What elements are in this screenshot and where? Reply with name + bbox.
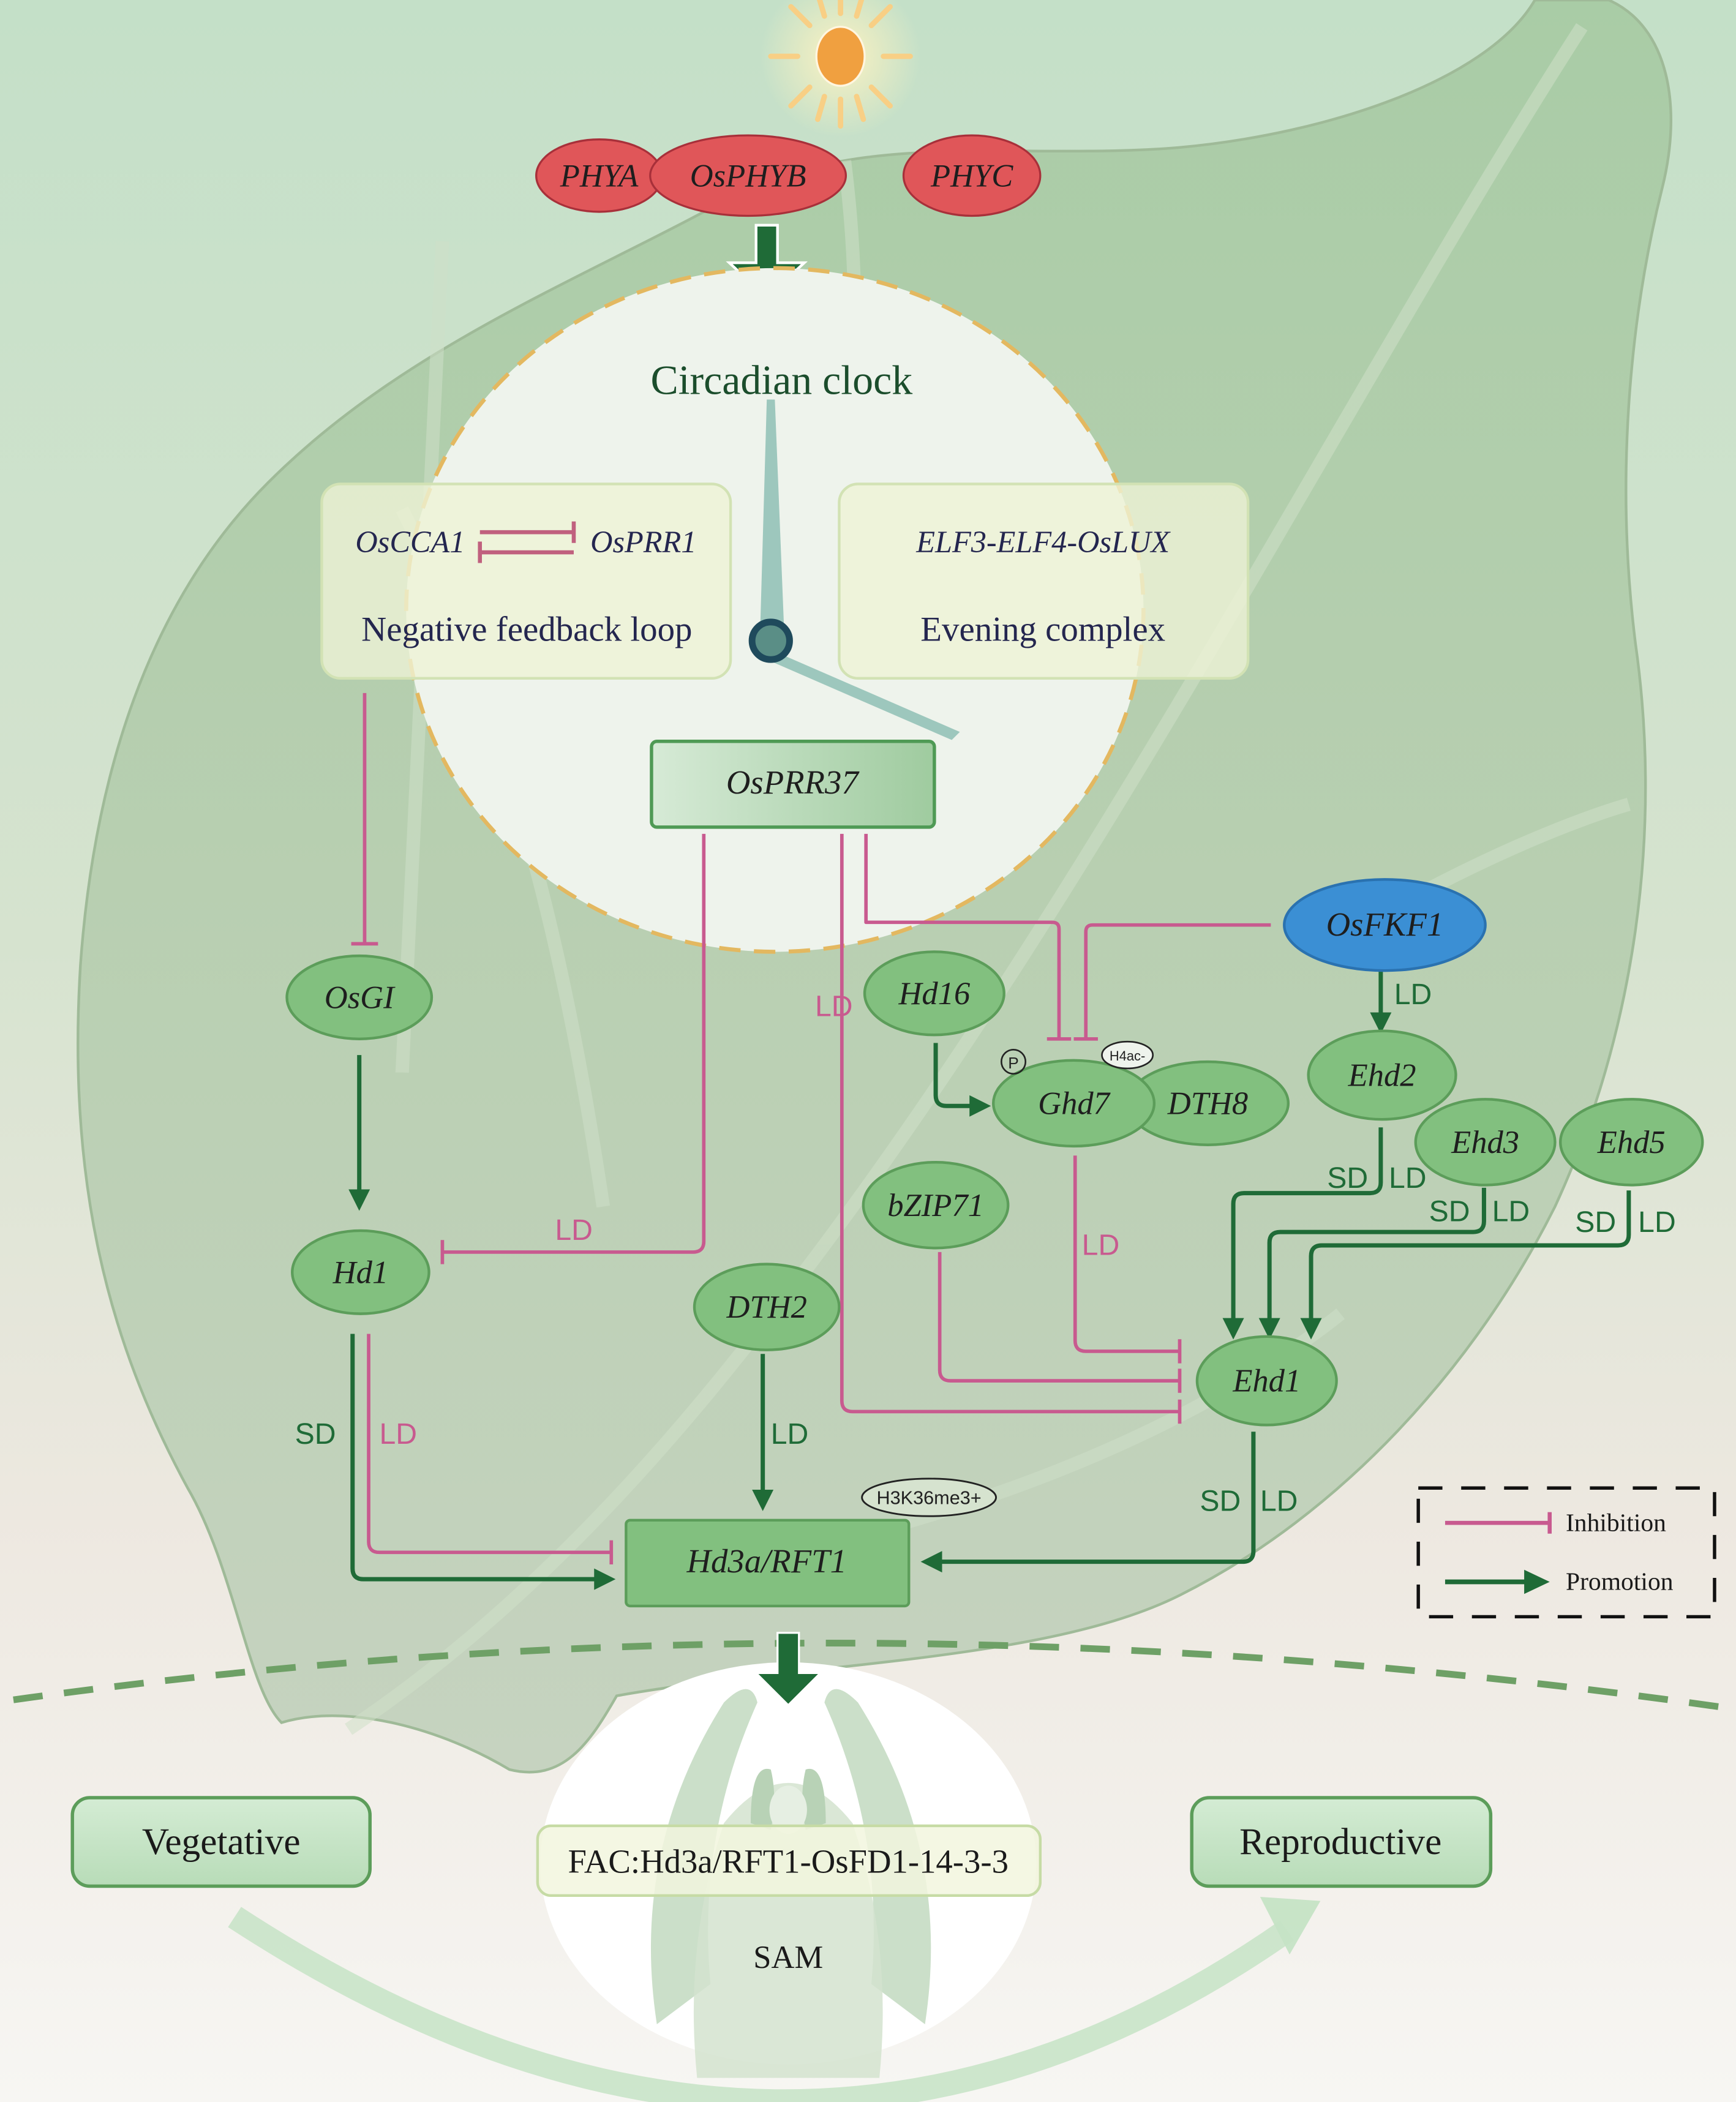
- edges: [348, 693, 1631, 1590]
- edge-ehd1-hd3a: [920, 1432, 1256, 1573]
- osfkf1-label: OsFKF1: [1326, 906, 1444, 943]
- gene-bzip71: bZIP71: [862, 1161, 1010, 1250]
- ld-label-ehd5: LD: [1638, 1206, 1676, 1239]
- ld-label-ghd7-ehd1: LD: [1082, 1228, 1120, 1261]
- feedback-caption: Negative feedback loop: [361, 610, 692, 649]
- gene-dth2: DTH2: [693, 1263, 841, 1351]
- reproductive-label: Reproductive: [1239, 1821, 1441, 1863]
- osprr1-label: OsPRR1: [590, 525, 696, 559]
- hd3a-rft1-label: Hd3a/RFT1: [686, 1542, 847, 1580]
- mutual-inhibition-icon: [478, 521, 576, 563]
- leaf-shoot-boundary: [13, 1640, 1736, 1713]
- edge-ehd5-ehd1: [1300, 1190, 1631, 1340]
- gene-ehd1: Ehd1: [1195, 1335, 1338, 1427]
- hd16-label: Hd16: [898, 976, 971, 1012]
- ld-label-hd1: LD: [380, 1417, 418, 1451]
- ld-label-osfkf1-ehd2: LD: [1394, 978, 1432, 1011]
- ld-label-osprr37-hd1: LD: [555, 1214, 593, 1247]
- photoreceptor-phyc: PHYC: [902, 134, 1042, 217]
- sun-icon: [760, 0, 921, 137]
- edge-hd16-ghd7: [933, 1043, 991, 1117]
- h3k36me3-label: H3K36me3+: [877, 1488, 982, 1509]
- sd-label-ehd5: SD: [1575, 1206, 1616, 1239]
- ld-label-dth2: LD: [771, 1417, 809, 1451]
- phya-label: PHYA: [560, 158, 639, 193]
- fac-box: FAC:Hd3a/RFT1-OsFD1-14-3-3: [536, 1824, 1042, 1897]
- ehd3-label: Ehd3: [1451, 1125, 1519, 1160]
- gene-ehd3: Ehd3: [1414, 1098, 1557, 1187]
- evening-complex-box: ELF3-ELF4-OsLUX Evening complex: [838, 482, 1250, 680]
- osgi-label: OsGI: [325, 980, 396, 1015]
- gene-osfkf1: OsFKF1: [1283, 878, 1487, 972]
- gene-osgi: OsGI: [285, 954, 434, 1040]
- ld-label-osprr37-ehd1: LD: [815, 990, 853, 1023]
- edge-ehd2-ehd1: [1222, 1127, 1383, 1340]
- ehd1-label: Ehd1: [1232, 1364, 1301, 1399]
- ld-label-ehd2: LD: [1389, 1162, 1427, 1195]
- sd-label-ehd2: SD: [1327, 1162, 1368, 1195]
- gene-hd3a-rft1: Hd3a/RFT1: [625, 1518, 911, 1608]
- gene-ghd7: Ghd7: [991, 1059, 1156, 1148]
- legend-inhibition-label: Inhibition: [1566, 1508, 1666, 1536]
- transition-arrow-icon: [228, 1897, 1321, 2102]
- gene-ehd5: Ehd5: [1559, 1098, 1704, 1187]
- ld-label-ehd1: LD: [1260, 1484, 1298, 1517]
- edge-bzip71-ehd1: [938, 1252, 1180, 1383]
- dth2-label: DTH2: [726, 1289, 807, 1325]
- edge-hd1-hd3a-ld: [367, 1334, 612, 1555]
- oscca1-label: OsCCA1: [355, 525, 465, 559]
- clock-title: Circadian clock: [650, 358, 912, 404]
- edge-osprr37-hd1: [442, 833, 706, 1254]
- sd-label-ehd1: SD: [1200, 1484, 1241, 1517]
- h4ac-label: H4ac-: [1110, 1048, 1145, 1064]
- clock-hands-icon: [748, 399, 960, 740]
- edge-ghd7-ehd1: [1073, 1155, 1180, 1353]
- evening-genes-label: ELF3-ELF4-OsLUX: [915, 525, 1171, 559]
- ehd2-label: Ehd2: [1348, 1057, 1416, 1093]
- photoreceptor-osphyb: OsPHYB: [649, 134, 847, 217]
- dth8-label: DTH8: [1167, 1086, 1248, 1121]
- evening-caption: Evening complex: [920, 610, 1165, 649]
- legend-promotion-arrowhead-icon: [1524, 1569, 1550, 1594]
- legend: Inhibition Promotion: [1416, 1486, 1716, 1619]
- h4ac-badge: H4ac-: [1101, 1040, 1154, 1070]
- osphyb-label: OsPHYB: [690, 158, 806, 193]
- edge-ehd3-ehd1: [1258, 1187, 1486, 1340]
- sam-label: SAM: [753, 1940, 823, 1975]
- sd-label-hd1: SD: [295, 1417, 336, 1451]
- phospho-label: P: [1008, 1054, 1019, 1072]
- phyc-label: PHYC: [930, 158, 1013, 193]
- edge-hd1-hd3a-sd: [350, 1334, 616, 1590]
- legend-promotion-label: Promotion: [1566, 1567, 1674, 1596]
- vegetative-stage: Vegetative: [70, 1796, 372, 1888]
- osprr37-label: OsPRR37: [726, 764, 860, 801]
- hd1-label: Hd1: [333, 1255, 388, 1290]
- gene-ehd2: Ehd2: [1307, 1029, 1457, 1121]
- negative-feedback-box: OsCCA1 OsPRR1 Negative feedback loop: [320, 482, 732, 680]
- edge-labels: LD LD LD LD SD LD SD LD SD LD SD LD LD S…: [295, 978, 1676, 1518]
- ghd7-label: Ghd7: [1038, 1086, 1111, 1121]
- sd-label-ehd3: SD: [1429, 1195, 1470, 1228]
- ehd5-label: Ehd5: [1597, 1125, 1666, 1160]
- edge-osprr37-ehd1: [840, 833, 1180, 1414]
- gene-hd16: Hd16: [863, 950, 1005, 1037]
- phospho-badge: P: [1001, 1048, 1027, 1075]
- gene-hd1: Hd1: [291, 1229, 430, 1315]
- vegetative-label: Vegetative: [142, 1821, 301, 1863]
- photoreceptor-phya: PHYA: [535, 138, 664, 213]
- edge-osprr37-ghd7: [864, 833, 1061, 1039]
- signal-to-sam-arrow-icon: [753, 1632, 823, 1707]
- h3k36me3-badge: H3K36me3+: [861, 1477, 997, 1517]
- edge-osfkf1-ghd7: [1084, 923, 1271, 1039]
- ld-label-ehd3: LD: [1492, 1195, 1530, 1228]
- reproductive-stage: Reproductive: [1190, 1796, 1493, 1888]
- osprr37-node: OsPRR37: [650, 740, 936, 829]
- fac-label: FAC:Hd3a/RFT1-OsFD1-14-3-3: [568, 1843, 1009, 1880]
- bzip71-label: bZIP71: [887, 1188, 984, 1223]
- gene-dth8: DTH8: [1125, 1060, 1290, 1146]
